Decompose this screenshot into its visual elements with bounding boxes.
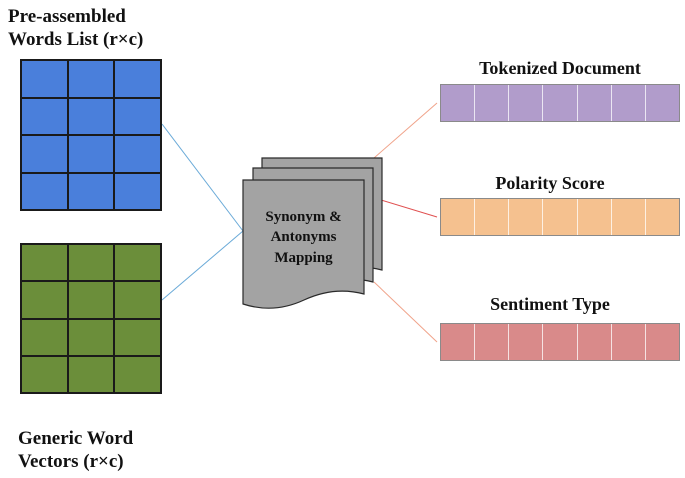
grid-cell (21, 355, 68, 393)
strip-segment (475, 324, 510, 360)
grid-cell (67, 97, 115, 135)
grid-cell (21, 318, 68, 356)
grid-cell (67, 172, 115, 210)
word-vectors-grid (20, 243, 162, 394)
strip-segment (509, 85, 544, 121)
connector-mapping-to-polarity-score (380, 199, 438, 218)
grid-cell (114, 318, 161, 356)
grid-cell (67, 355, 115, 393)
strip-segment (475, 199, 510, 235)
strip-segment (578, 85, 612, 121)
document-front-page (242, 179, 365, 309)
strip-segment (441, 199, 476, 235)
strip-segment (612, 85, 646, 121)
strip-segment (578, 199, 612, 235)
connector-words-list-to-mapping (161, 123, 244, 232)
grid-cell (21, 172, 68, 210)
sentiment-type-strip (440, 323, 680, 361)
words-list-grid (20, 59, 162, 211)
grid-cell (21, 60, 68, 98)
strip-segment (543, 324, 578, 360)
grid-cell (67, 60, 115, 98)
grid-cell (21, 97, 68, 135)
mapping-document-stack (242, 157, 383, 309)
strip-segment (646, 324, 679, 360)
strip-segment (441, 324, 476, 360)
polarity-score-strip (440, 198, 680, 236)
strip-segment (646, 199, 679, 235)
grid-cell (114, 172, 161, 210)
strip-segment (646, 85, 679, 121)
strip-segment (509, 199, 544, 235)
grid-cell (114, 281, 161, 319)
grid-cell (21, 281, 68, 319)
strip-segment (509, 324, 544, 360)
words-list-title: Pre-assembled Words List (r×c) (8, 6, 144, 50)
mapping-label: Synonym & Antonyms Mapping (265, 209, 342, 266)
tokenized-document-title: Tokenized Document (479, 58, 641, 78)
strip-segment (441, 85, 476, 121)
grid-cell (114, 355, 161, 393)
grid-cell (67, 281, 115, 319)
sentiment-type-title: Sentiment Type (490, 294, 610, 314)
grid-cell (114, 97, 161, 135)
connector-word-vectors-to-mapping (161, 230, 244, 301)
strip-segment (578, 324, 612, 360)
grid-cell (67, 318, 115, 356)
grid-cell (114, 244, 161, 282)
word-vectors-title: Generic Word Vectors (r×c) (18, 428, 134, 472)
strip-segment (612, 199, 646, 235)
grid-cell (67, 244, 115, 282)
strip-segment (543, 199, 578, 235)
strip-segment (543, 85, 578, 121)
tokenized-document-strip (440, 84, 680, 122)
strip-segment (612, 324, 646, 360)
grid-cell (67, 135, 115, 173)
connector-mapping-to-sentiment-type (373, 281, 438, 343)
polarity-score-title: Polarity Score (495, 173, 605, 193)
strip-segment (475, 85, 510, 121)
grid-cell (21, 244, 68, 282)
grid-cell (114, 60, 161, 98)
connector-mapping-to-tokenized-document (373, 102, 438, 159)
grid-cell (114, 135, 161, 173)
grid-cell (21, 135, 68, 173)
